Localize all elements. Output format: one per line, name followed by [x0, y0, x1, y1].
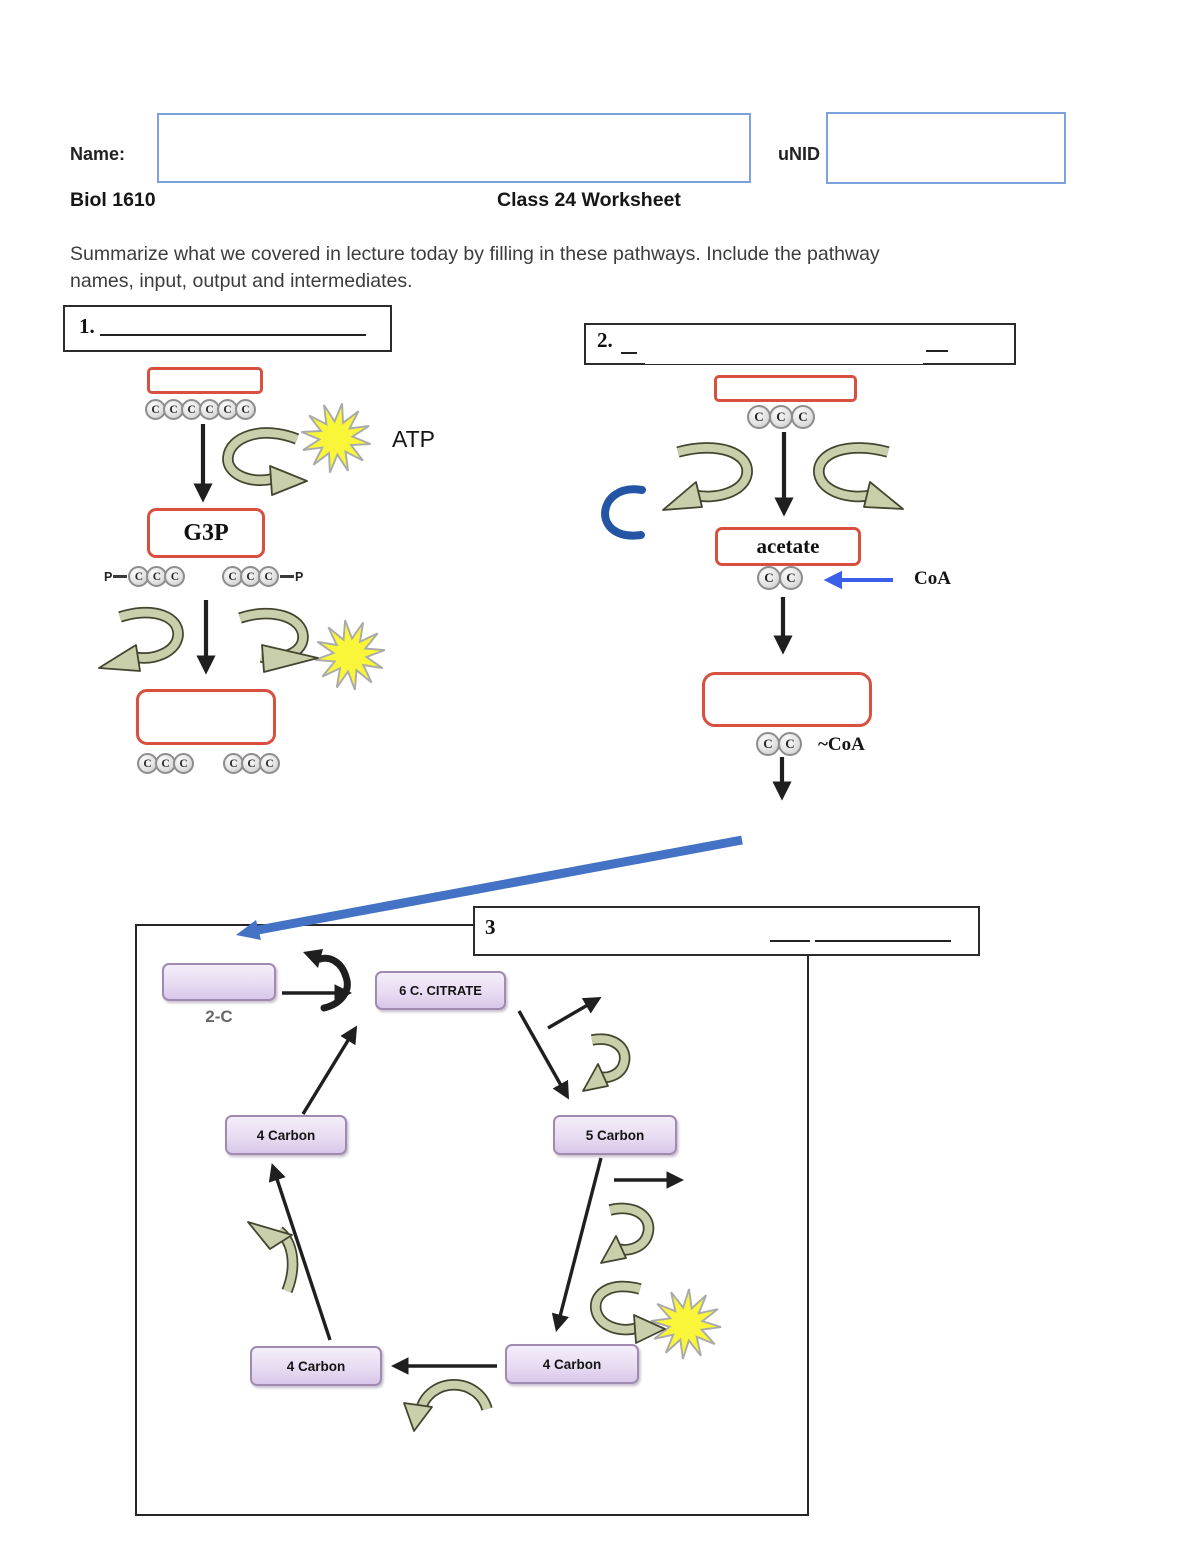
- acetyl-blank-box: [162, 963, 276, 1001]
- pathway3-diagram-box: [135, 924, 809, 1516]
- name-label: Name:: [70, 144, 126, 164]
- five-carbon-label: 5 Carbon: [585, 1127, 645, 1143]
- scan-artifact-strip-2: [476, 941, 766, 952]
- two-carbon-label: 2-C: [205, 1007, 233, 1026]
- four-carbon-bottom-left-box: 4 Carbon: [250, 1346, 382, 1386]
- acetylcoa-blank-box: [702, 672, 872, 727]
- pathway3-name-blank-2: [815, 920, 951, 942]
- acetate-label: acetate: [756, 534, 820, 558]
- atp-starburst-icon: [294, 396, 378, 480]
- carbon-circle: C: [756, 732, 780, 756]
- navy-arc-icon: [601, 485, 646, 540]
- carbon-circle: C: [173, 753, 194, 774]
- carbon-circle: C: [791, 405, 815, 429]
- g3p-box: G3P: [147, 508, 265, 558]
- atp-label: ATP: [392, 426, 436, 452]
- carbon-circle: C: [259, 753, 280, 774]
- four-carbon-top-box: 4 Carbon: [225, 1115, 347, 1155]
- coa-label: CoA: [914, 568, 951, 589]
- phosphate-label: P: [295, 569, 304, 584]
- carbon-circle: C: [258, 566, 279, 587]
- carbon-circle: C: [769, 405, 793, 429]
- acetate-box: acetate: [715, 527, 861, 566]
- pathway1-title-box: 1.: [63, 305, 392, 352]
- phosphate-bond-line: [280, 575, 294, 578]
- pathway1-name-blank: [100, 312, 366, 336]
- atp-out-curved-arrow-icon: [238, 607, 319, 673]
- four-carbon-top-label: 4 Carbon: [256, 1127, 316, 1143]
- carbon-circle: C: [747, 405, 771, 429]
- carbon-circle: C: [757, 566, 781, 590]
- phosphate-label: P: [104, 569, 113, 584]
- energy-starburst-icon: [309, 614, 391, 696]
- carbon-circle: C: [164, 566, 186, 587]
- four-carbon-bottom-left-label: 4 Carbon: [286, 1358, 346, 1374]
- pathway2-name-blank-2: [926, 330, 948, 352]
- carbon-circle: C: [181, 399, 202, 420]
- citrate-box: 6 C. CITRATE: [375, 971, 506, 1010]
- pathway3-number: 3: [485, 915, 496, 939]
- course-label: Biol 1610: [70, 189, 156, 211]
- pyruvate-input-blank-box: [714, 375, 857, 402]
- pathway1-number: 1.: [79, 314, 95, 338]
- scan-artifact-strip: [645, 356, 923, 364]
- carbon-circle: C: [779, 566, 803, 590]
- glucose-blank-box: [147, 367, 263, 394]
- citrate-label: 6 C. CITRATE: [399, 983, 482, 998]
- nadh-out-curved-arrow-2-icon: [813, 442, 904, 510]
- instructions-text: Summarize what we covered in lecture tod…: [70, 243, 880, 292]
- pathway2-name-blank: [621, 332, 637, 354]
- four-carbon-bottom-right-label: 4 Carbon: [542, 1356, 602, 1372]
- name-input[interactable]: [157, 113, 751, 183]
- pathway2-number: 2.: [597, 328, 613, 352]
- five-carbon-box: 5 Carbon: [553, 1115, 677, 1155]
- pyruvate-blank-box: [136, 689, 276, 745]
- four-carbon-bottom-right-box: 4 Carbon: [505, 1344, 639, 1384]
- nadh-out-curved-arrow-icon: [98, 606, 184, 672]
- atp-in-curved-arrow-icon: [222, 427, 308, 496]
- unid-input[interactable]: [826, 112, 1066, 184]
- pathway3-name-blank: [770, 920, 810, 942]
- carbon-circle: C: [235, 399, 256, 420]
- carbon-circle: C: [778, 732, 802, 756]
- co2-out-curved-arrow-icon: [662, 442, 753, 511]
- unid-label: uNID: [778, 144, 820, 164]
- g3p-label: G3P: [183, 519, 229, 546]
- phosphate-bond-line: [113, 575, 128, 578]
- coa-thioester-label: ~CoA: [818, 734, 865, 755]
- worksheet-title: Class 24 Worksheet: [497, 189, 681, 211]
